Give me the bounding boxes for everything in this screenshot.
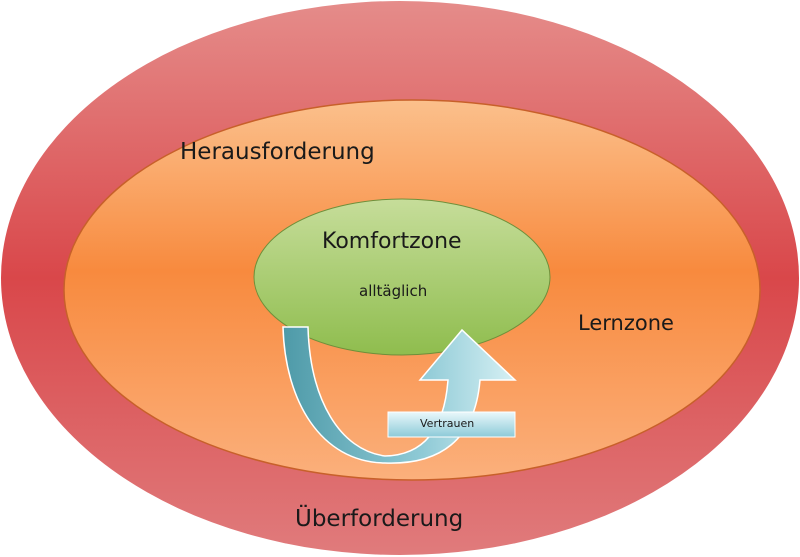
trust-label: Vertrauen <box>420 417 475 430</box>
learning-zone-label: Lernzone <box>578 311 674 335</box>
comfort-zone <box>253 198 551 356</box>
comfort-zone-title: Komfortzone <box>322 229 462 254</box>
challenge-label: Herausforderung <box>180 139 375 165</box>
trust-label-box <box>387 411 516 438</box>
overload-zone-label: Überforderung <box>295 506 464 532</box>
comfort-zone-subtitle: alltäglich <box>359 282 428 300</box>
